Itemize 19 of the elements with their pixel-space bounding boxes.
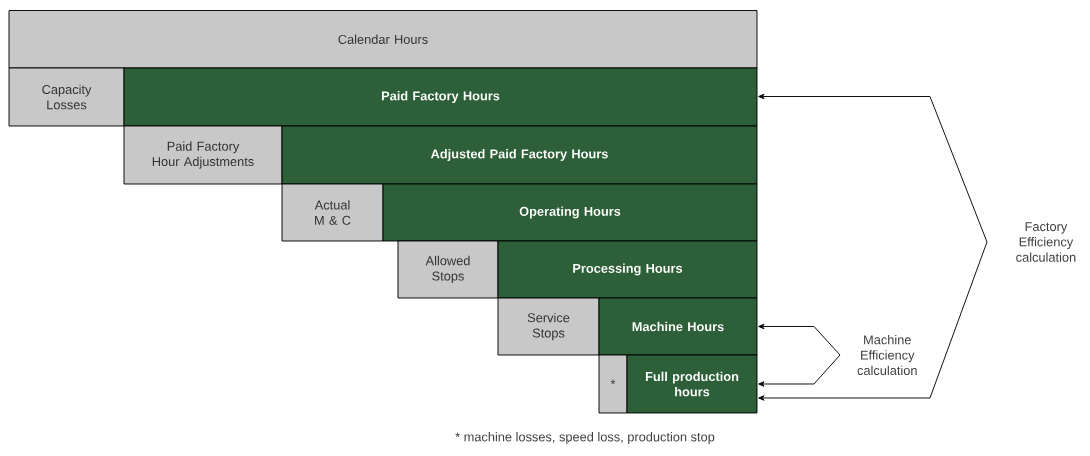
loss-box: Actual M & C — [281, 183, 384, 242]
loss-box: Service Stops — [497, 297, 600, 356]
loss-box: Capacity Losses — [8, 67, 125, 127]
loss-box: Allowed Stops — [397, 240, 499, 299]
efficiency-label: Machine Efficiency calculation — [857, 334, 917, 376]
loss-box: Paid Factory Hour Adjustments — [123, 125, 283, 185]
hours-box: Operating Hours — [382, 183, 758, 242]
efficiency-label: Factory Efficiency calculation — [1016, 222, 1076, 262]
hours-box: Processing Hours — [497, 240, 758, 299]
hours-box: Machine Hours — [598, 297, 758, 356]
bracket-arrow — [758, 323, 841, 356]
bracket-arrow — [758, 354, 841, 387]
hours-box: Paid Factory Hours — [123, 67, 758, 127]
bracket-arrow — [758, 241, 988, 401]
hours-box: Full production hours — [626, 354, 758, 414]
bracket-arrow — [758, 93, 988, 243]
loss-box: * — [598, 354, 628, 414]
hours-box: Adjusted Paid Factory Hours — [281, 125, 758, 185]
footnote: * machine losses, speed loss, production stop — [455, 432, 715, 444]
